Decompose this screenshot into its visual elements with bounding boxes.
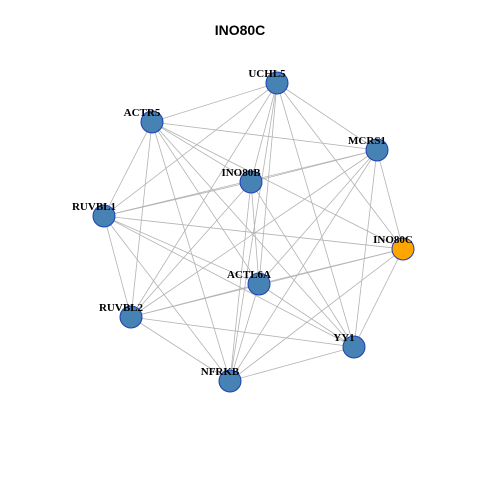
node-ino80c[interactable] <box>391 237 415 261</box>
edge-actl6a-yy1 <box>258 283 355 348</box>
edge-ino80c-yy1 <box>353 248 404 348</box>
node-layer <box>92 71 415 393</box>
edge-ino80b-nfrkb <box>229 181 252 382</box>
edge-uchl5-ruvbl2 <box>130 82 278 318</box>
chart-title: INO80C <box>214 22 266 38</box>
edge-uchl5-mcrs1 <box>276 82 378 151</box>
node-yy1[interactable] <box>342 335 366 359</box>
edge-uchl5-actl6a <box>258 82 278 285</box>
edge-actr5-actl6a <box>151 121 260 285</box>
edge-actl6a-ruvbl2 <box>130 283 260 318</box>
node-label-ruvbl2: RUVBL2 <box>99 302 144 314</box>
edge-mcrs1-yy1 <box>353 149 378 348</box>
edge-actr5-ruvbl1 <box>103 121 153 217</box>
edge-uchl5-yy1 <box>276 82 355 348</box>
edge-actr5-mcrs1 <box>151 121 378 151</box>
edge-actr5-ruvbl2 <box>130 121 153 318</box>
edge-ruvbl1-nfrkb <box>103 215 231 382</box>
edge-actr5-ino80c <box>151 121 404 250</box>
edge-layer <box>103 82 404 382</box>
node-label-actl6a: ACTL6A <box>227 269 271 281</box>
edge-ruvbl1-actl6a <box>103 215 260 285</box>
node-ruvbl2[interactable] <box>119 305 143 329</box>
edge-uchl5-actr5 <box>151 82 278 123</box>
edge-mcrs1-ruvbl2 <box>130 149 378 318</box>
edge-ino80b-ruvbl1 <box>103 181 252 217</box>
node-label-actr5: ACTR5 <box>124 107 161 119</box>
edge-uchl5-ino80b <box>250 82 278 183</box>
node-actr5[interactable] <box>140 110 164 134</box>
node-label-ruvbl1: RUVBL1 <box>72 201 116 213</box>
edge-uchl5-ino80c <box>276 82 404 250</box>
node-actl6a[interactable] <box>247 272 271 296</box>
edge-actr5-nfrkb <box>151 121 231 382</box>
node-nfrkb[interactable] <box>218 369 242 393</box>
node-uchl5[interactable] <box>265 71 289 95</box>
node-label-uchl5: UCHL5 <box>248 68 286 80</box>
edge-mcrs1-ino80c <box>376 149 404 250</box>
edge-mcrs1-actl6a <box>258 149 378 285</box>
node-label-yy1: YY1 <box>333 332 354 344</box>
edge-ino80c-nfrkb <box>229 248 404 382</box>
edge-ino80b-ruvbl2 <box>130 181 252 318</box>
node-label-nfrkb: NFRKB <box>201 366 240 378</box>
edge-ruvbl2-nfrkb <box>130 316 231 382</box>
edge-ruvbl1-yy1 <box>103 215 355 348</box>
node-label-mcrs1: MCRS1 <box>348 135 386 147</box>
edge-uchl5-nfrkb <box>229 82 278 382</box>
edge-yy1-nfrkb <box>229 346 355 382</box>
edge-ruvbl1-ino80c <box>103 215 404 250</box>
node-ino80b[interactable] <box>239 170 263 194</box>
edge-ruvbl2-yy1 <box>130 316 355 348</box>
edge-ruvbl1-ruvbl2 <box>103 215 132 318</box>
node-label-ino80c: INO80C <box>373 234 413 246</box>
edge-actr5-ino80b <box>151 121 252 183</box>
edge-uchl5-ruvbl1 <box>103 82 278 217</box>
node-label-ino80b: INO80B <box>221 167 261 179</box>
node-ruvbl1[interactable] <box>92 204 116 228</box>
edge-ino80b-yy1 <box>250 181 355 348</box>
node-mcrs1[interactable] <box>365 138 389 162</box>
